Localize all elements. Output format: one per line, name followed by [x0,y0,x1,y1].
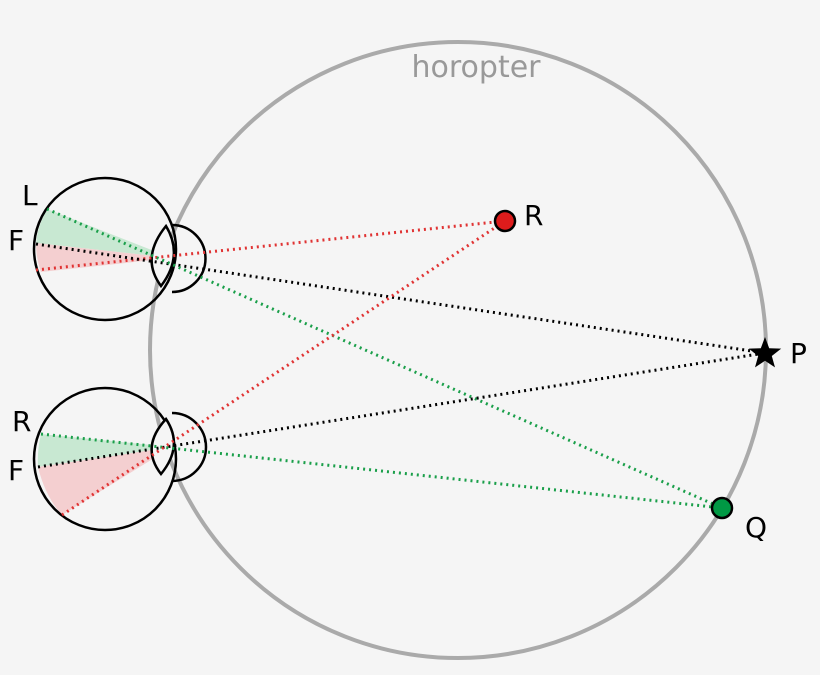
bottom-eye-line-to-q [40,432,723,510]
top-eye-red-sector [36,243,172,272]
point-r-label: R [524,199,543,232]
bottom-eye-green-sector [37,434,172,467]
point-q-label: Q [745,511,767,544]
top-eye-fovea-label: F [8,224,24,257]
top-eye [32,176,207,322]
bottom-eye-line-to-r [61,219,506,517]
point-r-marker [493,209,517,233]
top-eye-green-sector [36,209,172,258]
bottom-eye-retina-label: R [12,405,31,438]
top-eye-retina-label: L [22,179,38,212]
bottom-cornea [171,411,208,483]
top-eyeball [32,176,178,322]
horopter-circle [148,40,768,660]
bottom-eye-line-to-p [37,351,766,469]
point-p-star-icon [748,337,782,368]
top-eye-line-to-r [35,219,506,272]
point-p-label: P [790,337,807,370]
horopter-label: horopter [412,50,542,85]
top-cornea [171,223,207,294]
bottom-eyeball [32,386,178,532]
bottom-eye-fovea-label: F [8,454,24,487]
point-q-marker [710,496,734,520]
